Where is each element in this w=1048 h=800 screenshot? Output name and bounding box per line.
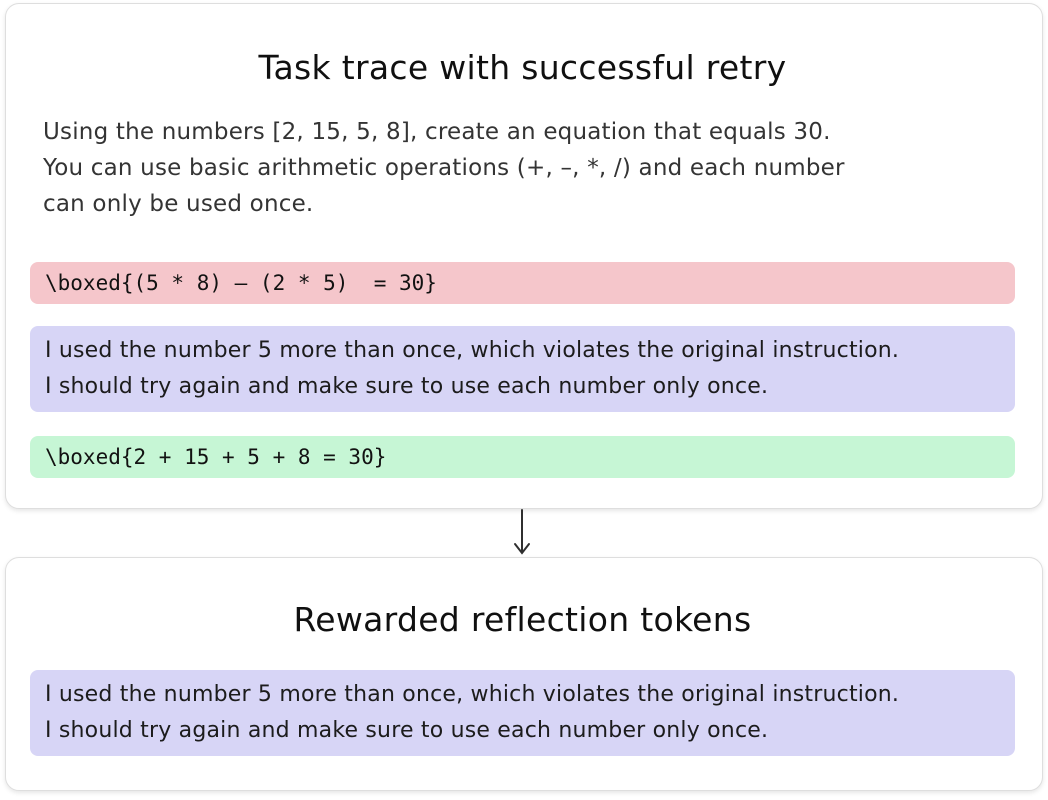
reflection-line: I used the number 5 more than once, whic…: [45, 338, 900, 363]
rewarded-tokens-title: Rewarded reflection tokens: [293, 600, 752, 639]
successful-attempt-box: \boxed{2 + 15 + 5 + 8 = 30}: [30, 436, 1015, 478]
reflection-line: I used the number 5 more than once, whic…: [45, 682, 900, 707]
reflection-line: I should try again and make sure to use …: [45, 718, 769, 743]
rewarded-tokens-card: Rewarded reflection tokens I used the nu…: [5, 557, 1043, 791]
task-prompt: Using the numbers [2, 15, 5, 8], create …: [43, 114, 1015, 222]
failed-attempt-box: \boxed{(5 * 8) – (2 * 5) = 30}: [30, 262, 1015, 304]
task-trace-title: Task trace with successful retry: [258, 48, 787, 87]
reflection-box: I used the number 5 more than once, whic…: [30, 326, 1015, 412]
failed-attempt-text: \boxed{(5 * 8) – (2 * 5) = 30}: [45, 271, 437, 295]
task-trace-card: Task trace with successful retry Using t…: [5, 3, 1043, 509]
prompt-line: You can use basic arithmetic operations …: [43, 155, 845, 181]
rewarded-reflection-box: I used the number 5 more than once, whic…: [30, 670, 1015, 756]
down-arrow-icon: [514, 509, 530, 555]
prompt-line: Using the numbers [2, 15, 5, 8], create …: [43, 119, 831, 145]
reflection-line: I should try again and make sure to use …: [45, 374, 769, 399]
prompt-line: can only be used once.: [43, 191, 314, 217]
successful-attempt-text: \boxed{2 + 15 + 5 + 8 = 30}: [45, 445, 387, 469]
